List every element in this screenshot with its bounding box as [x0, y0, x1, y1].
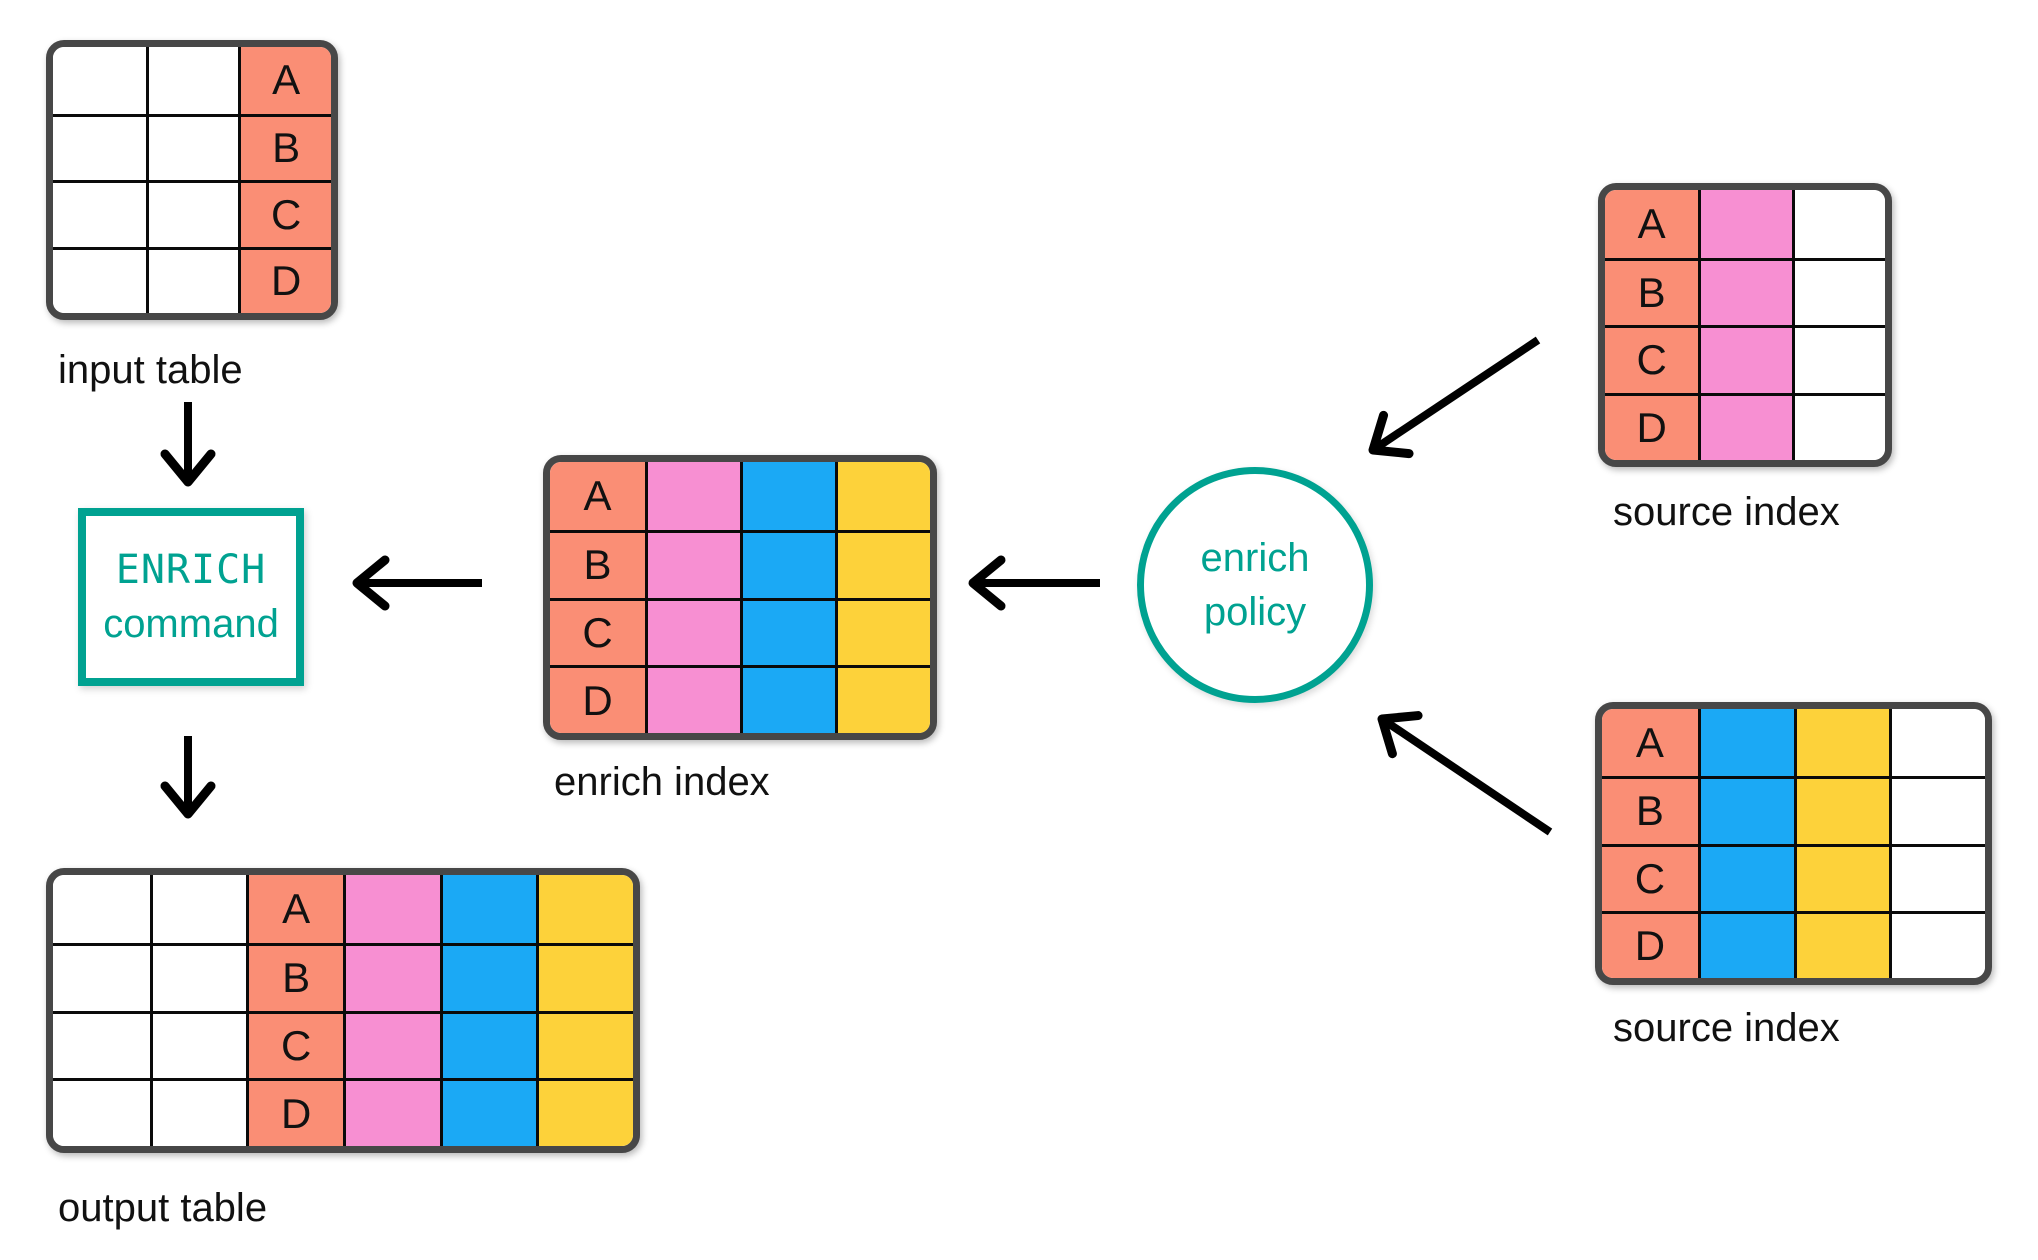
- table-cell: [145, 47, 239, 114]
- table-cell: [835, 529, 930, 598]
- table-cell: [740, 529, 835, 598]
- table-cell: C: [1605, 325, 1699, 393]
- table-cell: [53, 47, 146, 114]
- table-cell: [1889, 776, 1985, 844]
- table-cell: [342, 1010, 440, 1079]
- table-cell: [1698, 325, 1792, 393]
- table-cell: D: [550, 665, 645, 733]
- table-cell: D: [1605, 392, 1699, 460]
- table-cell: [342, 875, 440, 943]
- table-cell: [1793, 776, 1890, 844]
- table-cell: [145, 113, 239, 180]
- table-cell: A: [246, 875, 343, 943]
- table-cell: [835, 462, 930, 530]
- table-cell: [1698, 190, 1792, 258]
- table-cell: [53, 1010, 150, 1079]
- table-cell: [835, 597, 930, 666]
- table-cell: [149, 1010, 247, 1079]
- table-cell: D: [246, 1078, 343, 1146]
- table-cell: D: [1602, 910, 1698, 978]
- enrich-policy-circle: enrich policy: [1137, 467, 1373, 703]
- output-table-label: output table: [58, 1186, 268, 1230]
- table-cell: A: [238, 47, 331, 114]
- table-cell: [536, 1010, 633, 1079]
- table-cell: [149, 942, 247, 1011]
- table-cell: [1793, 843, 1890, 911]
- table-cell: B: [246, 942, 343, 1011]
- table-cell: [53, 942, 150, 1011]
- table-cell: [53, 246, 146, 313]
- table-cell: A: [550, 462, 645, 530]
- table-cell: [1697, 843, 1794, 911]
- table-cell: [53, 113, 146, 180]
- enrich-policy-word1: enrich: [1200, 536, 1310, 580]
- table-cell: [645, 665, 740, 733]
- table-cell: [1791, 257, 1885, 325]
- table-cell: [740, 597, 835, 666]
- table-cell: A: [1602, 709, 1698, 777]
- arrow-source-bottom-to-policy: [1377, 711, 1553, 836]
- table-cell: [53, 180, 146, 247]
- table-cell: B: [1602, 776, 1698, 844]
- table-cell: [645, 597, 740, 666]
- table-cell: [740, 665, 835, 733]
- table-cell: [835, 665, 930, 733]
- enrich-policy-word2: policy: [1203, 590, 1307, 634]
- table-cell: [1697, 776, 1794, 844]
- enrich-command-keyword: ENRICH: [115, 547, 267, 593]
- table-cell: [645, 529, 740, 598]
- table-cell: B: [550, 529, 645, 598]
- table-cell: [536, 1078, 633, 1146]
- table-cell: [536, 942, 633, 1011]
- table-cell: [1791, 392, 1885, 460]
- table-cell: [536, 875, 633, 943]
- table-cell: [439, 875, 537, 943]
- table-cell: [1791, 190, 1885, 258]
- table-cell: C: [550, 597, 645, 666]
- table-cell: [1889, 843, 1985, 911]
- table-cell: [145, 180, 239, 247]
- table-cell: [439, 942, 537, 1011]
- table-cell: [53, 875, 150, 943]
- table-cell: A: [1605, 190, 1699, 258]
- table-cell: B: [1605, 257, 1699, 325]
- source-index-top-label: source index: [1613, 490, 1840, 534]
- table-cell: [740, 462, 835, 530]
- table-cell: [53, 1078, 150, 1146]
- table-cell: [1791, 325, 1885, 393]
- table-cell: [1793, 709, 1890, 777]
- table-cell: [342, 1078, 440, 1146]
- source-index-bottom-label: source index: [1613, 1006, 1840, 1050]
- table-cell: D: [238, 246, 331, 313]
- enrich-command-box: ENRICH command: [78, 508, 304, 686]
- table-cell: C: [246, 1010, 343, 1079]
- table-cell: [149, 1078, 247, 1146]
- table-cell: C: [1602, 843, 1698, 911]
- input-table-label: input table: [58, 348, 243, 392]
- table-cell: [1889, 709, 1985, 777]
- table-cell: [1889, 910, 1985, 978]
- table-cell: [645, 462, 740, 530]
- table-cell: [1698, 257, 1792, 325]
- table-cell: [1697, 910, 1794, 978]
- table-cell: [1793, 910, 1890, 978]
- arrow-source-top-to-policy: [1368, 336, 1541, 459]
- table-cell: [1698, 392, 1792, 460]
- table-cell: [145, 246, 239, 313]
- table-cell: [342, 942, 440, 1011]
- table-cell: [1697, 709, 1794, 777]
- table-cell: [149, 875, 247, 943]
- table-cell: C: [238, 180, 331, 247]
- table-cell: B: [238, 113, 331, 180]
- enrich-command-word: command: [103, 602, 279, 646]
- enrich-index-label: enrich index: [554, 760, 770, 804]
- table-cell: [439, 1078, 537, 1146]
- table-cell: [439, 1010, 537, 1079]
